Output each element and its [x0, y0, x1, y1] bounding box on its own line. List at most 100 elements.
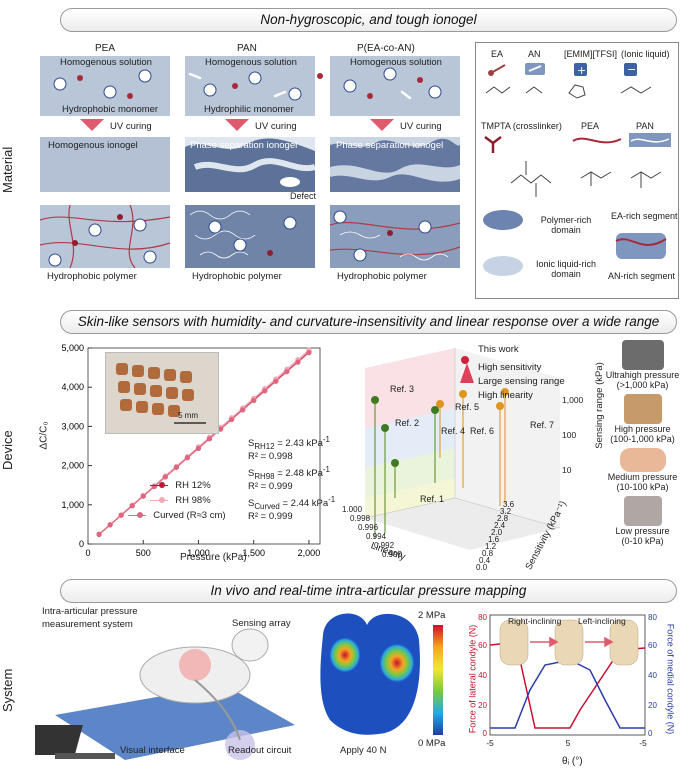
ref-4-label: Ref. 4 — [441, 426, 466, 436]
this-work-label: This work — [478, 344, 519, 355]
sensitivity-tick: 1.6 — [488, 535, 500, 544]
side-label-device: Device — [0, 430, 15, 470]
data-point — [262, 388, 268, 394]
peaan-polymer-label: Hydrophobic polymer — [337, 271, 427, 282]
data-point — [162, 474, 168, 480]
sensitivity-tick: 1.2 — [485, 542, 497, 551]
legend-il-note: (Ionic liquid) — [621, 49, 670, 59]
svg-text:+: + — [577, 64, 586, 77]
data-point — [295, 359, 301, 365]
left-y-tick: 20 — [478, 701, 487, 710]
material-legend-box: EA AN [EMIM][TFSI] (Ionic liquid) + − TM… — [475, 42, 679, 299]
sensitivity-tick: 3.2 — [500, 507, 512, 516]
pan-gel-label: Phase separation ionogel — [190, 140, 298, 151]
system-title-2: measurement system — [42, 619, 133, 630]
readout-circuit-label: Readout circuit — [228, 745, 292, 756]
data-point — [129, 503, 135, 509]
x-tick-label: 0 — [85, 548, 90, 558]
sensitivity-tick: 2.8 — [497, 514, 509, 523]
pressure-level-low-range: (0-10 kPa) — [621, 536, 664, 546]
colorbar-min: 0 MPa — [418, 738, 446, 749]
legend-domains — [483, 210, 523, 276]
x-tick-label: 1,500 — [242, 548, 265, 558]
range-tick-100: 100 — [562, 430, 577, 440]
data-point — [284, 369, 290, 375]
legend-pea: PEA — [581, 121, 600, 131]
pan-polymer-label: Hydrophobic polymer — [192, 271, 282, 282]
sensitivity-tick: 2.0 — [491, 528, 503, 537]
sensitivity-tick: 0.4 — [479, 556, 491, 565]
colorbar — [433, 625, 443, 735]
linearity-tick: 0.990 — [382, 550, 403, 559]
right-y-tick: 0 — [648, 729, 653, 738]
legend-pan: PAN — [636, 121, 654, 131]
device-banner: Skin-like sensors with humidity- and cur… — [60, 310, 677, 334]
data-point — [96, 531, 102, 537]
pea-polymer-label: Hydrophobic polymer — [47, 271, 137, 282]
sensor-photo: 5 mm — [105, 352, 219, 434]
pressure-level-low-name: Low pressure — [615, 526, 670, 536]
curing-arrow-peaan — [370, 119, 394, 131]
legend-an-segment: AN-rich segment — [608, 271, 676, 281]
legend-tmpta: TMPTA (crosslinker) — [481, 121, 562, 131]
linearity-tick: 0.996 — [358, 523, 379, 532]
ref-3-label: Ref. 3 — [390, 384, 415, 394]
sensitivity-tick: 0.8 — [482, 549, 494, 558]
curing-label-pea: UV curing — [110, 121, 152, 132]
y-tick-label: 1,000 — [61, 500, 84, 510]
ref-5-label: Ref. 5 — [455, 402, 480, 412]
col-title-pan: PAN — [237, 43, 257, 54]
right-ylabel: Force of medial condyle (N) — [665, 623, 676, 735]
pressure-levels: Ultrahigh pressure (>1,000 kPa) High pre… — [600, 340, 685, 546]
defect-label: Defect — [290, 191, 317, 201]
side-label-system: System — [0, 668, 15, 712]
right-inclining-label: Right-inclining — [508, 616, 562, 626]
pressure-level-medium-image — [620, 448, 666, 472]
ref-6-label: Ref. 6 — [470, 426, 495, 436]
scale-bar-label: 5 mm — [178, 411, 198, 420]
data-point — [107, 522, 113, 528]
legend-entry-rh98: RH 98% — [150, 495, 226, 510]
annotation-r2-rh98: R² = 0.999 — [248, 481, 293, 492]
annotation-r2-rh12: R² = 0.998 — [248, 451, 293, 462]
legend-label-rh98: RH 98% — [175, 495, 211, 506]
linearity-tick: 1.000 — [342, 505, 363, 514]
pressure-level-ultrahigh-name: Ultrahigh pressure — [605, 370, 680, 380]
legend-polymer-domain: Polymer-rich domain — [540, 215, 592, 235]
right-y-tick: 20 — [648, 701, 657, 710]
peaan-gel-panel — [330, 137, 460, 192]
ref-2-label: Ref. 2 — [395, 418, 420, 428]
curing-label-peaan: UV curing — [400, 121, 442, 132]
col-title-pea: PEA — [95, 43, 116, 54]
range-tick-1000: 1,000 — [562, 395, 584, 405]
chart-xlabel: Pressure (kPa) — [180, 552, 247, 563]
legend-icons-row1: + − — [485, 63, 652, 99]
material-banner: Non-hygroscopic, and tough ionogel — [60, 8, 677, 32]
data-point — [306, 350, 312, 356]
sensor-array-illustration — [116, 363, 206, 424]
legend-il: [EMIM][TFSI] — [564, 49, 617, 59]
data-point — [240, 407, 246, 413]
x-tick: 5 — [566, 738, 571, 748]
left-y-tick: 80 — [478, 613, 487, 622]
x-tick-label: 1,000 — [187, 548, 210, 558]
pea-gel-panel — [40, 137, 170, 192]
curing-arrow-pea — [80, 119, 104, 131]
data-point — [195, 445, 202, 451]
right-y-tick: 40 — [648, 671, 657, 680]
chart-frame — [87, 347, 321, 545]
linearity-tick: 0.994 — [366, 532, 387, 541]
x-tick: -5 — [486, 738, 494, 748]
pressure-level-low-image — [624, 496, 662, 526]
sensitivity-tick: 2.4 — [494, 521, 506, 530]
legend-entry-curved: Curved (R≈3 cm) — [128, 510, 226, 525]
pea-solution-label: Homogenous solution — [60, 57, 152, 68]
data-point — [251, 397, 257, 404]
annotation-r2-curved: R² = 0.999 — [248, 511, 293, 522]
ref-7-label: Ref. 7 — [530, 420, 555, 430]
x-tick-label: 2,000 — [298, 548, 321, 558]
right-y-tick: 60 — [648, 641, 657, 650]
y-tick-label: 0 — [79, 539, 84, 549]
data-point — [206, 436, 213, 442]
data-point — [140, 493, 146, 499]
